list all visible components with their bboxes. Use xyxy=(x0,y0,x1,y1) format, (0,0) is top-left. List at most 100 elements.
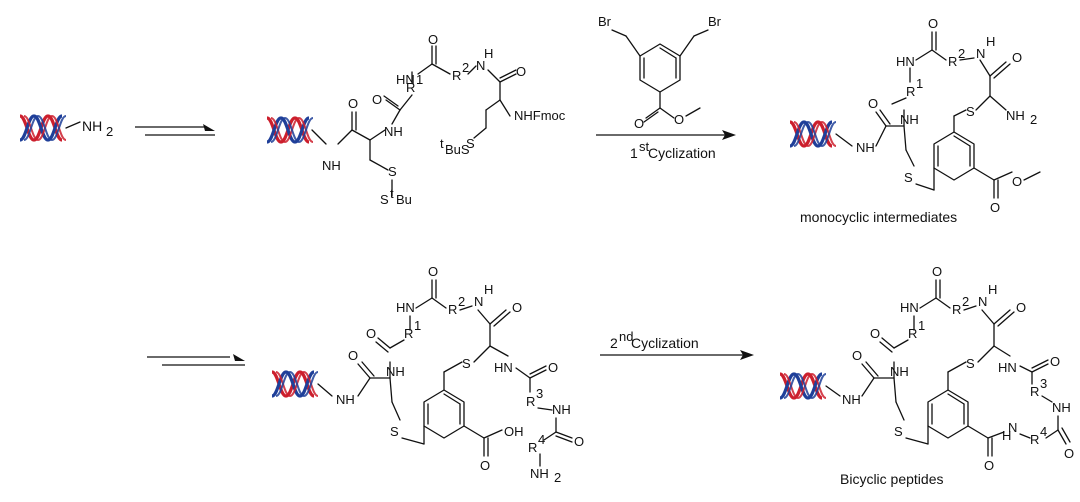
atom-o: O xyxy=(428,32,438,47)
atom-s: S xyxy=(390,424,399,439)
atom-nh: NH xyxy=(386,364,405,379)
step2-label: Cyclization xyxy=(631,335,699,351)
step1-ordinal: 1 xyxy=(630,145,638,161)
atom-oh: OH xyxy=(504,424,524,439)
step2-ordinal: 2 xyxy=(610,335,618,351)
atom-hn: HN xyxy=(998,360,1017,375)
bicyclic-structure: NH O NH S S HN O N H R 2 O xyxy=(778,264,1074,473)
dna-double-helix-icon xyxy=(265,116,315,144)
atom-n: N xyxy=(476,58,485,73)
atom-s: S xyxy=(966,356,975,371)
dna-double-helix-icon xyxy=(778,372,828,400)
monocyclic-caption: monocyclic intermediates xyxy=(800,209,957,225)
atom-nh: NH xyxy=(842,392,861,407)
r-group: R xyxy=(406,80,415,95)
atom-o: O xyxy=(574,434,584,449)
r-group: R xyxy=(1030,432,1039,447)
atom-h: H xyxy=(484,282,493,297)
atom-nh: NH xyxy=(552,402,571,417)
atom-hn: HN xyxy=(900,300,919,315)
atom-o: O xyxy=(984,458,994,473)
nh2-subscript: 2 xyxy=(554,470,561,485)
r-superscript: 2 xyxy=(958,46,965,61)
atom-o: O xyxy=(870,326,880,341)
atom-s: S xyxy=(380,192,389,207)
atom-hn: HN xyxy=(896,54,915,69)
r-group: R xyxy=(908,326,917,341)
multistep-arrow-2 xyxy=(147,354,245,366)
r-superscript: 1 xyxy=(916,76,923,91)
atom-n: N xyxy=(978,294,987,309)
monocyclic-structure: NH O NH S S NH 2 O N H R 2 xyxy=(788,16,1041,215)
tbu-label: BuS xyxy=(445,142,470,157)
dna-double-helix-icon xyxy=(270,370,320,398)
atom-s: S xyxy=(904,170,913,185)
atom-o: O xyxy=(348,348,358,363)
r-group: R xyxy=(448,302,457,317)
r-superscript: 1 xyxy=(414,318,421,333)
atom-nh: NH xyxy=(890,364,909,379)
r-group: R xyxy=(452,68,461,83)
atom-o: O xyxy=(480,458,490,473)
r-group: R xyxy=(952,302,961,317)
atom-o: O xyxy=(852,348,862,363)
atom-s: S xyxy=(388,164,397,179)
dna-double-helix-icon xyxy=(18,114,68,142)
atom-h: H xyxy=(986,34,995,49)
atom-nh2: NH xyxy=(530,466,549,481)
tbu-superscript: t xyxy=(440,136,444,151)
fmoc-label: NHFmoc xyxy=(514,108,566,123)
atom-n: N xyxy=(976,46,985,61)
atom-hn: HN xyxy=(396,72,415,87)
r-superscript: 4 xyxy=(1040,424,1047,439)
atom-o: O xyxy=(516,64,526,79)
amine-label: NH xyxy=(82,118,102,134)
r-superscript: 1 xyxy=(918,318,925,333)
atom-o: O xyxy=(1050,354,1060,369)
atom-h: H xyxy=(1002,428,1011,443)
atom-o: O xyxy=(674,112,684,127)
atom-s: S xyxy=(894,424,903,439)
r-group: R xyxy=(1030,384,1039,399)
atom-o: O xyxy=(868,96,878,111)
r-superscript: 2 xyxy=(458,294,465,309)
atom-o: O xyxy=(1012,50,1022,65)
atom-o: O xyxy=(634,116,644,131)
atom-o: O xyxy=(366,326,376,341)
r-superscript: 3 xyxy=(536,386,543,401)
dna-double-helix-icon xyxy=(788,120,838,148)
bicyclic-caption: Bicyclic peptides xyxy=(840,471,944,487)
multistep-arrow-1 xyxy=(135,124,215,136)
step1-label: Cyclization xyxy=(648,145,716,161)
atom-hn: HN xyxy=(494,360,513,375)
r-group: R xyxy=(526,394,535,409)
r-superscript: 4 xyxy=(538,432,545,447)
dna-starting-material: NH 2 xyxy=(18,114,113,142)
dibromide-reagent: Br Br O O xyxy=(598,14,722,131)
r-superscript: 1 xyxy=(416,72,423,87)
amine-subscript: 2 xyxy=(106,124,113,139)
atom-br: Br xyxy=(708,14,722,29)
atom-s: S xyxy=(466,136,475,151)
atom-o: O xyxy=(928,16,938,31)
atom-o: O xyxy=(1016,300,1026,315)
atom-o: O xyxy=(428,264,438,279)
atom-nh2: NH xyxy=(1006,108,1025,123)
r-superscript: 2 xyxy=(962,294,969,309)
atom-nh: NH xyxy=(1052,400,1071,415)
step2-superscript: nd xyxy=(619,329,633,344)
atom-o: O xyxy=(1012,174,1022,189)
r-superscript: 3 xyxy=(1040,376,1047,391)
atom-o: O xyxy=(548,360,558,375)
atom-nh: NH xyxy=(336,392,355,407)
atom-nh: NH xyxy=(900,112,919,127)
atom-h: H xyxy=(484,46,493,61)
atom-s: S xyxy=(462,356,471,371)
linear-peptide-structure: NH O NH S S t Bu O R 1 HN O R 2 N H xyxy=(265,32,566,207)
monocyclic-acid-structure: NH O NH S S HN O N H R 2 O xyxy=(270,264,584,485)
tbu-label: Bu xyxy=(396,192,412,207)
nh2-subscript: 2 xyxy=(1030,112,1037,127)
atom-o: O xyxy=(372,92,382,107)
atom-n: N xyxy=(1008,420,1017,435)
